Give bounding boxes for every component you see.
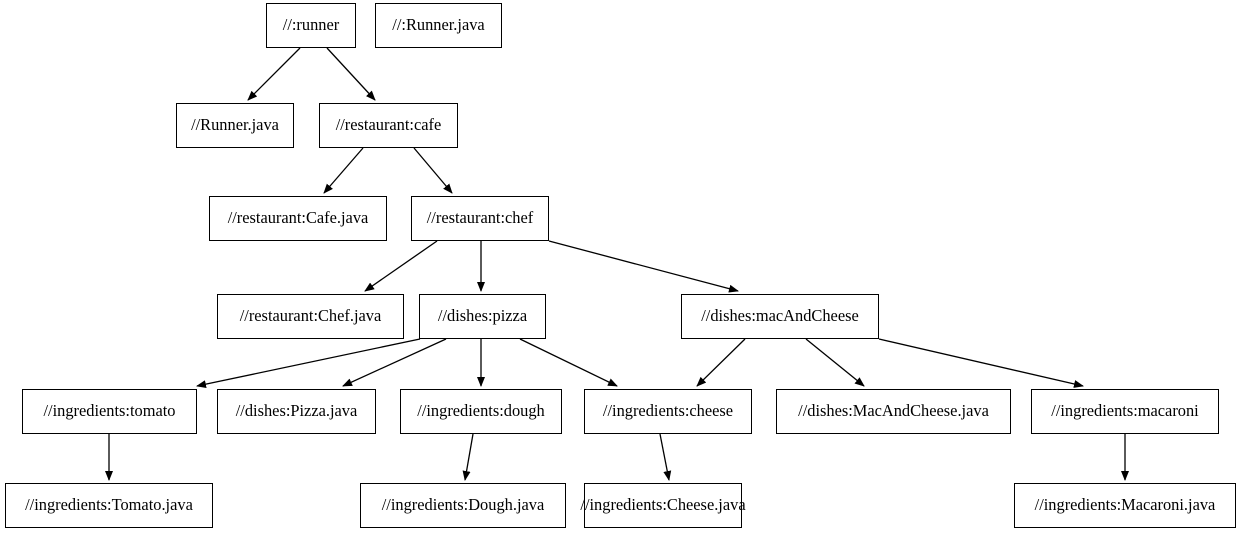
graph-node-runner_java[interactable]: //Runner.java	[176, 103, 294, 148]
graph-node-ingredients_tomato_java[interactable]: //ingredients:Tomato.java	[5, 483, 213, 528]
graph-node-label: //ingredients:dough	[417, 401, 545, 421]
graph-node-ingredients_tomato[interactable]: //ingredients:tomato	[22, 389, 197, 434]
graph-node-dishes_macandcheese_java[interactable]: //dishes:MacAndCheese.java	[776, 389, 1011, 434]
graph-node-ingredients_cheese_java[interactable]: //ingredients:Cheese.java	[580, 483, 746, 528]
graph-node-label: //restaurant:chef	[426, 208, 534, 228]
graph-node-label: //ingredients:Macaroni.java	[1034, 495, 1216, 515]
graph-node-label: //:Runner.java	[392, 15, 485, 35]
graph-node-runner[interactable]: //:runner	[266, 3, 356, 48]
graph-node-label: //restaurant:cafe	[335, 115, 442, 135]
graph-node-runner_java_root[interactable]: //:Runner.java	[375, 3, 502, 48]
graph-node-ingredients_cheese[interactable]: //ingredients:cheese	[584, 389, 752, 434]
graph-node-label: //ingredients:Tomato.java	[25, 495, 193, 515]
graph-node-ingredients_dough[interactable]: //ingredients:dough	[400, 389, 562, 434]
graph-node-restaurant_chef_java[interactable]: //restaurant:Chef.java	[217, 294, 404, 339]
graph-node-restaurant_cafe_java[interactable]: //restaurant:Cafe.java	[209, 196, 387, 241]
graph-node-label: //restaurant:Chef.java	[239, 306, 382, 326]
graph-node-label: //ingredients:Cheese.java	[580, 495, 746, 515]
graph-node-label: //:runner	[282, 15, 340, 35]
graph-node-ingredients_macaroni_java[interactable]: //ingredients:Macaroni.java	[1014, 483, 1236, 528]
graph-node-label: //Runner.java	[191, 115, 279, 135]
graph-node-label: //restaurant:Cafe.java	[227, 208, 369, 228]
graph-node-label: //ingredients:Dough.java	[381, 495, 545, 515]
graph-node-label: //ingredients:cheese	[602, 401, 734, 421]
graph-node-label: //dishes:macAndCheese	[701, 306, 859, 326]
graph-node-dishes_macandcheese[interactable]: //dishes:macAndCheese	[681, 294, 879, 339]
graph-node-ingredients_dough_java[interactable]: //ingredients:Dough.java	[360, 483, 566, 528]
graph-node-restaurant_chef[interactable]: //restaurant:chef	[411, 196, 549, 241]
graph-node-label: //ingredients:macaroni	[1051, 401, 1199, 421]
graph-node-label: //ingredients:tomato	[43, 401, 176, 421]
graph-node-label: //dishes:pizza	[437, 306, 528, 326]
graph-node-label: //dishes:Pizza.java	[235, 401, 358, 421]
graph-node-ingredients_macaroni[interactable]: //ingredients:macaroni	[1031, 389, 1219, 434]
graph-node-restaurant_cafe[interactable]: //restaurant:cafe	[319, 103, 458, 148]
graph-node-dishes_pizza_java[interactable]: //dishes:Pizza.java	[217, 389, 376, 434]
graph-node-label: //dishes:MacAndCheese.java	[798, 401, 989, 421]
graph-node-dishes_pizza[interactable]: //dishes:pizza	[419, 294, 546, 339]
